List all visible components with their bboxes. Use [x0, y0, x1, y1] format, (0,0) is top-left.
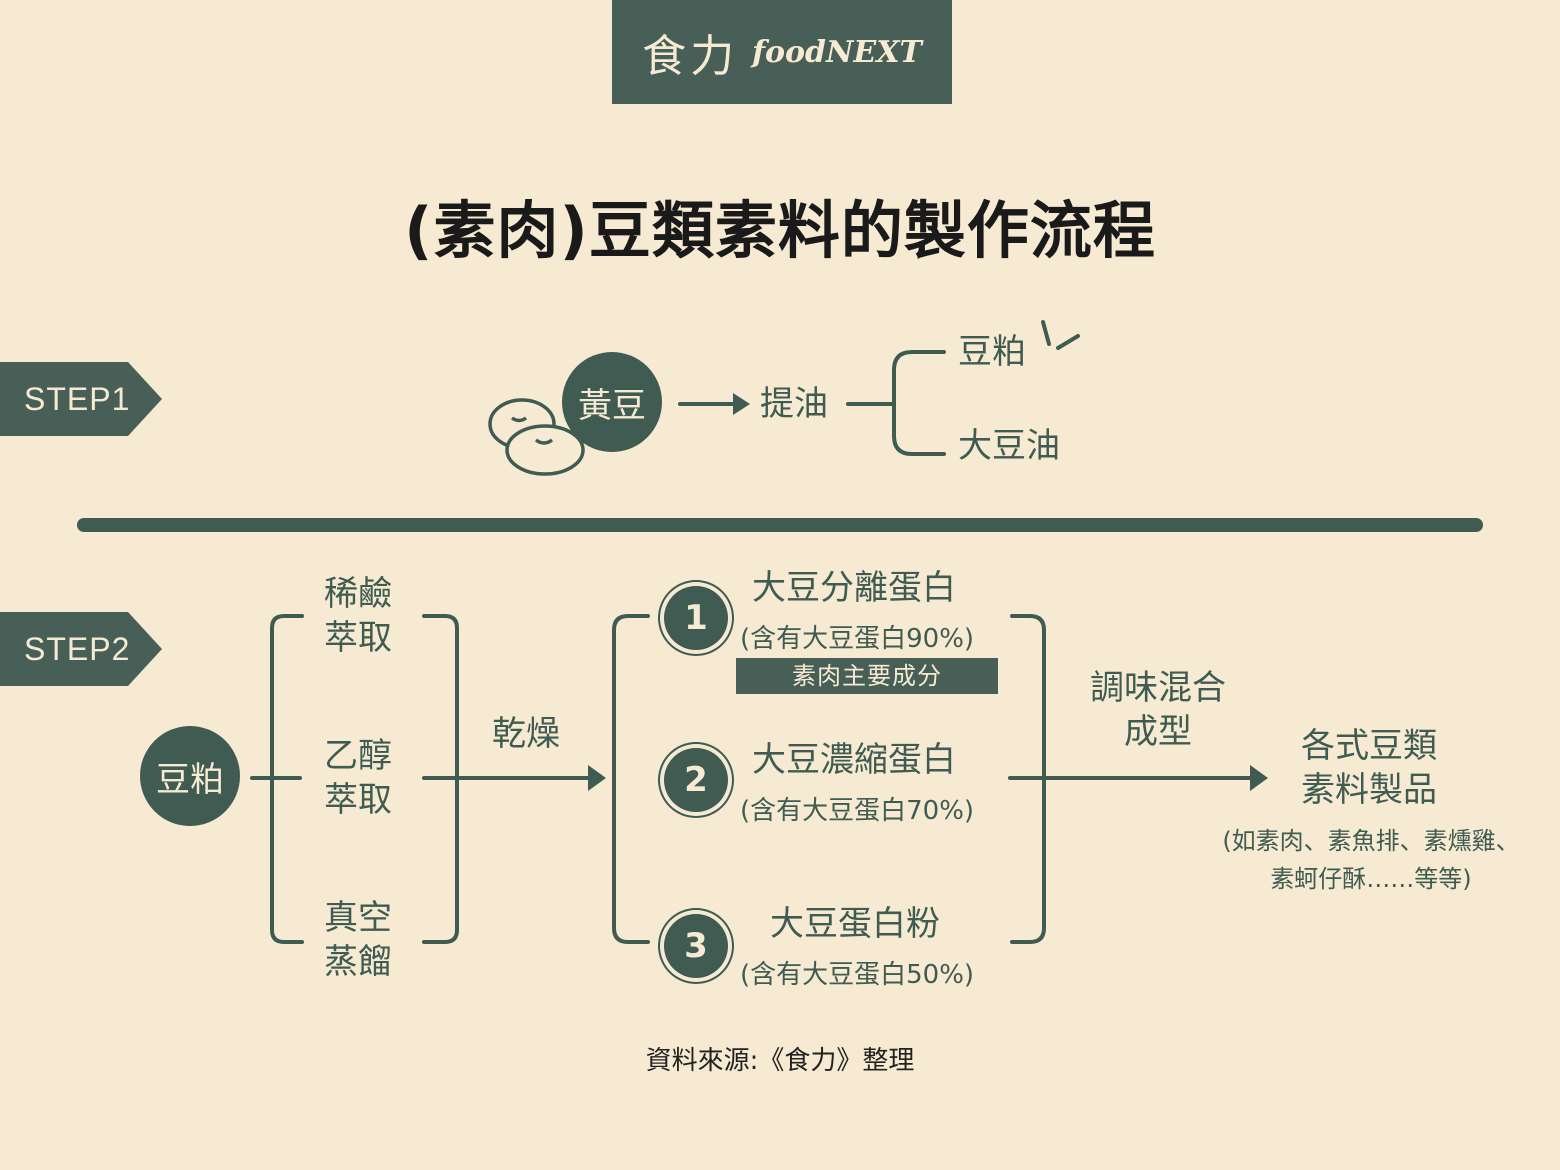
- soybean-circle: 黃豆: [562, 352, 662, 452]
- product-powder-name: 大豆蛋白粉: [770, 904, 940, 944]
- final-products-examples: (如素肉、素魚排、素燻雞、 素蚵仔酥……等等): [1222, 827, 1520, 894]
- source-note: 資料來源:《食力》整理: [645, 1046, 915, 1076]
- logo-chinese: 食力: [642, 31, 739, 82]
- step2-badge: STEP2: [0, 612, 162, 686]
- logo-english: foodNEXT: [752, 34, 922, 70]
- product-powder-detail: (含有大豆蛋白50%): [740, 960, 975, 990]
- output-soybean-oil: 大豆油: [958, 426, 1060, 466]
- step1-badge: STEP1: [0, 362, 162, 436]
- output-soy-meal: 豆粕: [958, 332, 1026, 372]
- number-badge-1: 1: [664, 586, 728, 650]
- soybean-icon: [488, 398, 585, 476]
- soy-meal-circle: 豆粕: [140, 726, 240, 826]
- method-ethanol: 乙醇 萃取: [324, 736, 392, 821]
- number-badge-3: 3: [664, 914, 728, 978]
- method-vacuum-distillation: 真空 蒸餾: [324, 898, 392, 983]
- final-products-label: 各式豆類 素料製品: [1301, 726, 1437, 811]
- drying-label: 乾燥: [492, 714, 560, 754]
- number-badge-2: 2: [664, 748, 728, 812]
- method-dilute-alkali: 稀鹼 萃取: [324, 574, 392, 659]
- product-concentrate-detail: (含有大豆蛋白70%): [740, 796, 975, 826]
- main-ingredient-tag: 素肉主要成分: [736, 658, 998, 694]
- product-isolate-name: 大豆分離蛋白: [752, 568, 956, 608]
- brand-logo: 食力 foodNEXT: [612, 0, 952, 104]
- page-title: (素肉)豆類素料的製作流程: [404, 194, 1156, 267]
- seasoning-mixing-label: 調味混合 成型: [1090, 668, 1226, 753]
- oil-extraction-label: 提油: [760, 384, 828, 424]
- product-isolate-detail: (含有大豆蛋白90%): [740, 624, 975, 654]
- product-concentrate-name: 大豆濃縮蛋白: [752, 740, 956, 780]
